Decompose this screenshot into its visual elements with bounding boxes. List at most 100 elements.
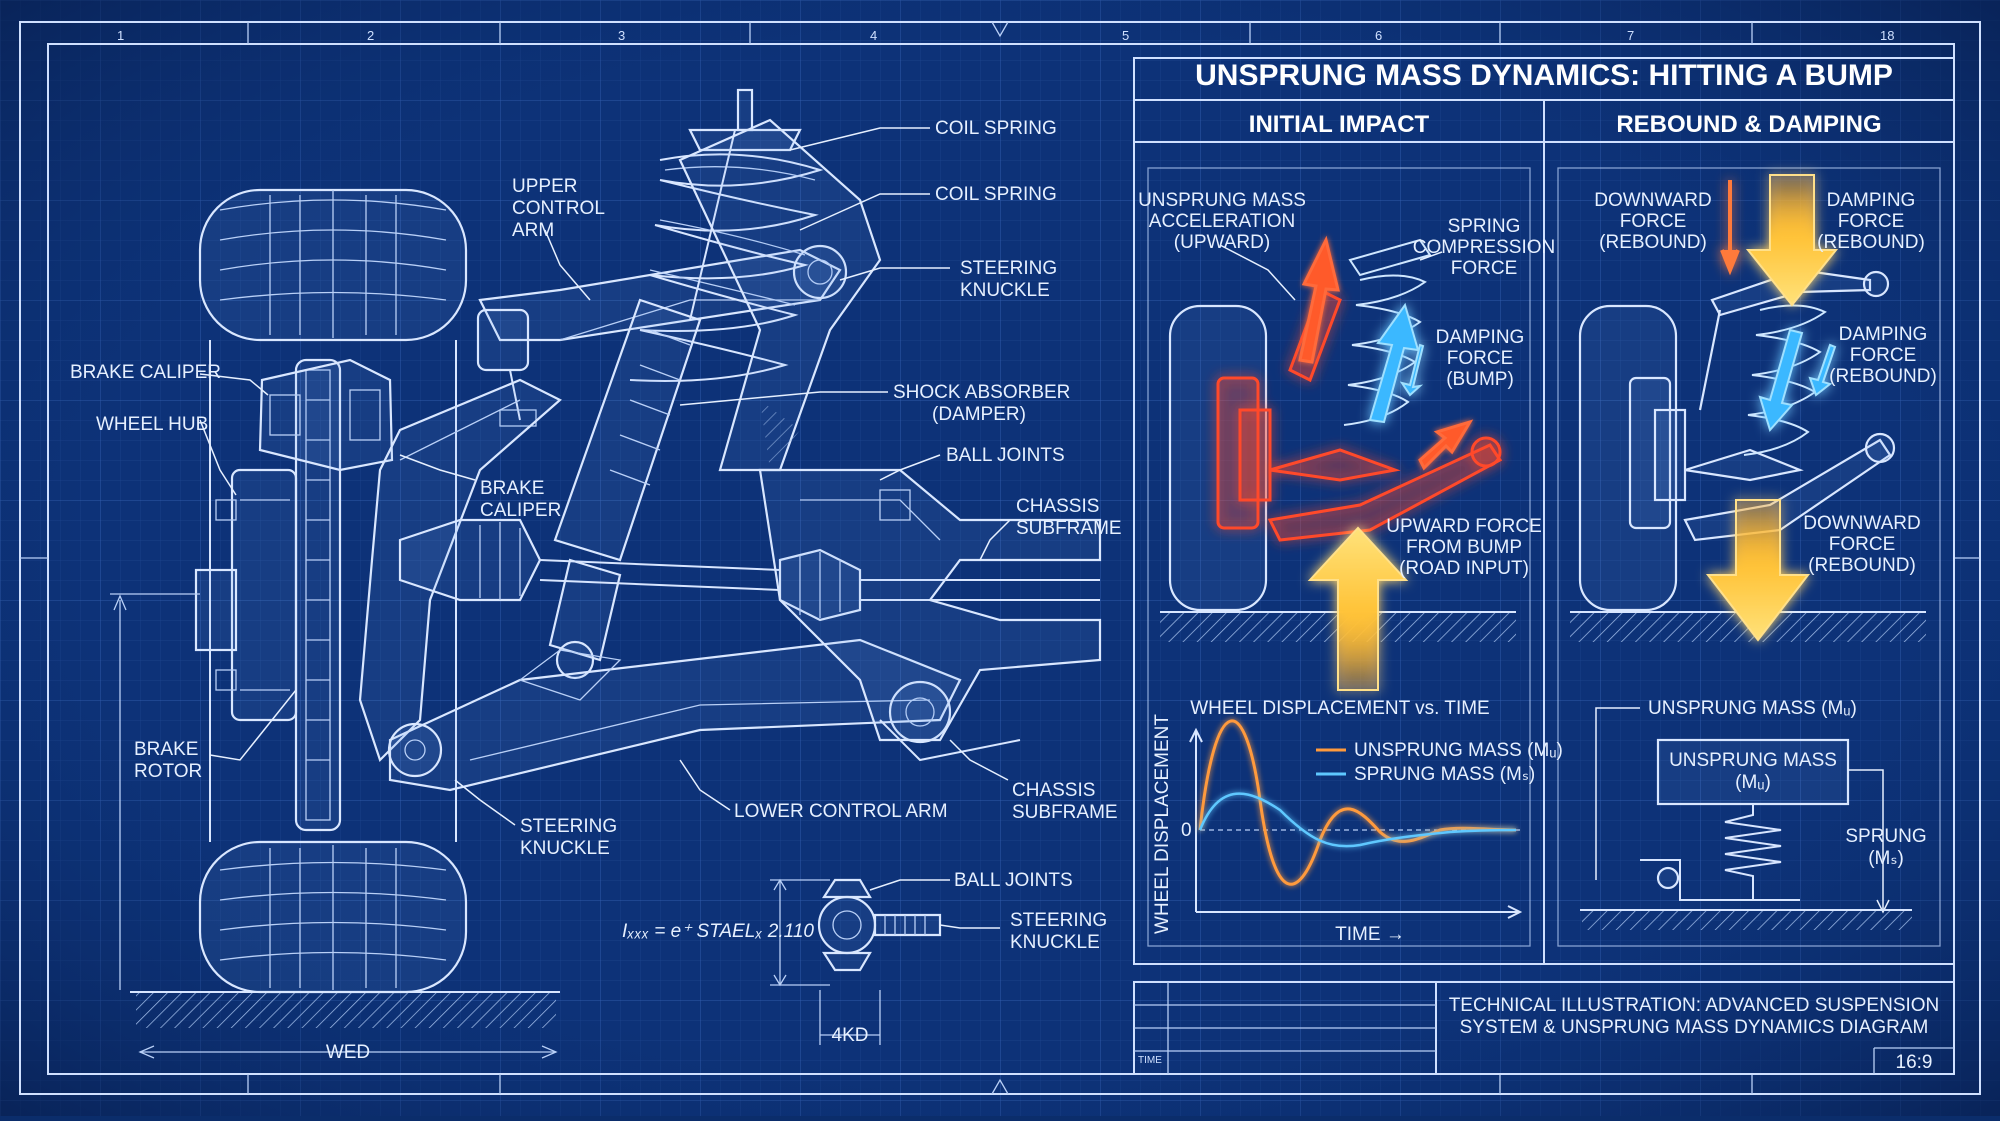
svg-text:3: 3 — [618, 28, 625, 43]
rebound-down-bottom-3: (REBOUND) — [1808, 555, 1916, 576]
label-chassis-subframe-bottom-1: CHASSIS — [1012, 780, 1095, 801]
arrow-icon — [1368, 302, 1425, 424]
label-steering-knuckle-bottom-1: STEERING — [520, 816, 617, 837]
wheel-hub-icon — [194, 468, 298, 722]
label-shock-absorber-1: SHOCK ABSORBER — [893, 382, 1070, 403]
impact-damping-1: DAMPING — [1436, 327, 1525, 348]
brake-caliper-icon — [258, 358, 394, 472]
impact-spring-3: FORCE — [1451, 258, 1518, 279]
svg-text:1: 1 — [117, 28, 124, 43]
col-rebound-title: REBOUND & DAMPING — [1616, 111, 1881, 138]
title-block-ratio: 16:9 — [1896, 1052, 1933, 1073]
sprung-curve — [1198, 792, 1517, 848]
impact-accel-1: UNSPRUNG MASS — [1138, 190, 1306, 211]
panel-title: UNSPRUNG MASS DYNAMICS: HITTING A BUMP — [1195, 59, 1893, 92]
label-chassis-subframe-top-2: SUBFRAME — [1016, 518, 1122, 539]
label-steering-knuckle-detail-2: KNUCKLE — [1010, 932, 1100, 953]
label-steering-knuckle-detail-1: STEERING — [1010, 910, 1107, 931]
label-dim-wed: WED — [326, 1042, 370, 1063]
impact-spring-1: SPRING — [1448, 216, 1521, 237]
label-brake-caliper-left: BRAKE CALIPER — [70, 362, 221, 383]
rebound-damp-mid-2: FORCE — [1850, 345, 1917, 366]
legend-unsprung: UNSPRUNG MASS (Mᵤ) — [1354, 740, 1563, 761]
impact-accel-2: ACCELERATION — [1149, 211, 1295, 232]
rebound-down-left-1: DOWNWARD — [1594, 190, 1712, 211]
graph-title: WHEEL DISPLACEMENT vs. TIME — [1190, 698, 1489, 719]
rebound-damp-top-2: FORCE — [1838, 211, 1905, 232]
label-steering-knuckle-top-1: STEERING — [960, 258, 1057, 279]
svg-text:7: 7 — [1627, 28, 1634, 43]
displacement-graph: WHEEL DISPLACEMENT vs. TIME 0 WHEEL DISP… — [1152, 698, 1563, 945]
rebound-down-left-3: (REBOUND) — [1599, 232, 1707, 253]
lower-control-arm-icon — [387, 638, 962, 792]
impact-damping-2: FORCE — [1447, 348, 1514, 369]
model-top-label: UNSPRUNG MASS (Mᵤ) — [1648, 698, 1857, 719]
label-ball-joints-bottom: BALL JOINTS — [954, 870, 1073, 891]
model-box-1: UNSPRUNG MASS — [1669, 750, 1837, 771]
label-lower-control-arm: LOWER CONTROL ARM — [734, 801, 948, 822]
title-block-desc-2: SYSTEM & UNSPRUNG MASS DYNAMICS DIAGRAM — [1460, 1017, 1929, 1038]
svg-text:5: 5 — [1122, 28, 1129, 43]
title-block-time: TIME — [1138, 1055, 1162, 1066]
impact-damping-3: (BUMP) — [1446, 369, 1514, 390]
brake-rotor-icon — [294, 358, 342, 832]
coil-spring-icon — [1724, 804, 1782, 900]
impact-road-2: FROM BUMP — [1406, 537, 1522, 558]
rebound-damp-mid-3: (REBOUND) — [1829, 366, 1937, 387]
impact-illustration: UNSPRUNG MASS ACCELERATION (UPWARD) SPRI… — [1138, 190, 1556, 691]
label-brake-rotor-1: BRAKE — [134, 739, 198, 760]
legend-sprung: SPRUNG MASS (Mₛ) — [1354, 764, 1535, 785]
label-chassis-subframe-top-1: CHASSIS — [1016, 496, 1099, 517]
label-formula: Iₓₓₓ = e⁺ STAELₓ 2.110 — [622, 921, 814, 942]
model-box-2: (Mᵤ) — [1735, 772, 1771, 793]
label-wheel-hub: WHEEL HUB — [96, 414, 208, 435]
wheel-icon — [198, 188, 468, 994]
arrow-icon — [1298, 235, 1474, 471]
label-ball-joints-top: BALL JOINTS — [946, 445, 1065, 466]
rebound-down-left-2: FORCE — [1620, 211, 1687, 232]
mass-spring-model: UNSPRUNG MASS (Mᵤ) UNSPRUNG MASS (Mᵤ) SP… — [1580, 698, 1927, 930]
ruler-ticks — [20, 21, 1980, 1095]
right-panel: UNSPRUNG MASS DYNAMICS: HITTING A BUMP I… — [1133, 57, 1955, 1075]
rebound-damp-top-3: (REBOUND) — [1817, 232, 1925, 253]
label-coil-spring-mid: COIL SPRING — [935, 184, 1057, 205]
svg-text:4: 4 — [870, 28, 877, 43]
label-brake-caliper-mid-2: CALIPER — [480, 500, 561, 521]
suspension-drawing — [110, 88, 1102, 1059]
chassis-subframe-icon — [758, 468, 1102, 762]
graph-ylabel: WHEEL DISPLACEMENT — [1152, 714, 1173, 934]
arrow-icon — [1705, 174, 1839, 642]
label-upper-control-arm-2: CONTROL — [512, 198, 605, 219]
impact-spring-2: COMPRESSION — [1413, 237, 1556, 258]
label-steering-knuckle-top-2: KNUCKLE — [960, 280, 1050, 301]
label-upper-control-arm-1: UPPER — [512, 176, 577, 197]
label-dim-4kd: 4KD — [832, 1025, 869, 1046]
label-brake-caliper-mid-1: BRAKE — [480, 478, 544, 499]
impact-accel-3: (UPWARD) — [1174, 232, 1270, 253]
col-initial-impact-title: INITIAL IMPACT — [1249, 111, 1430, 138]
label-upper-control-arm-3: ARM — [512, 220, 554, 241]
top-ruler: 1 2 3 4 5 6 7 18 — [117, 28, 1894, 43]
impact-road-1: UPWARD FORCE — [1386, 516, 1542, 537]
rebound-damp-mid-1: DAMPING — [1839, 324, 1928, 345]
label-coil-spring-top: COIL SPRING — [935, 118, 1057, 139]
strut-tower — [678, 118, 882, 472]
graph-xlabel: TIME → — [1335, 924, 1405, 945]
ball-joint-icon — [770, 878, 942, 1045]
label-shock-absorber-2: (DAMPER) — [932, 404, 1026, 425]
rebound-down-bottom-1: DOWNWARD — [1803, 513, 1921, 534]
label-brake-rotor-2: ROTOR — [134, 761, 202, 782]
svg-text:2: 2 — [367, 28, 374, 43]
label-steering-knuckle-bottom-2: KNUCKLE — [520, 838, 610, 859]
arrow-icon — [1307, 526, 1409, 691]
model-sprung-1: SPRUNG — [1845, 826, 1926, 847]
steering-knuckle-icon — [358, 378, 562, 763]
impact-road-3: (ROAD INPUT) — [1399, 558, 1529, 579]
rebound-damp-top-1: DAMPING — [1827, 190, 1916, 211]
drive-shaft-icon — [398, 518, 1100, 622]
svg-text:6: 6 — [1375, 28, 1382, 43]
title-block: TIME TECHNICAL ILLUSTRATION: ADVANCED SU… — [1133, 981, 1955, 1075]
label-leaders — [199, 127, 1011, 929]
